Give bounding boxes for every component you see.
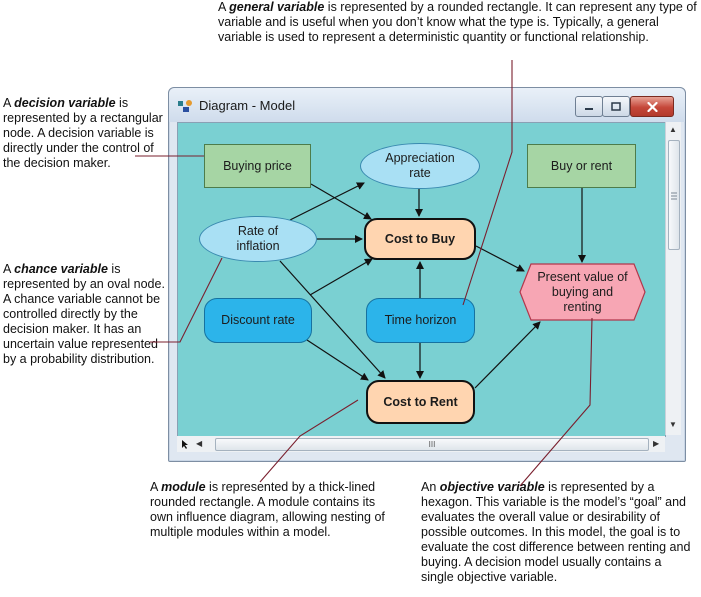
decision-variable-note: A decision variable is represented by a … (3, 96, 163, 170)
time-horizon-node[interactable]: Time horizon (366, 298, 475, 343)
buy-or-rent-node[interactable]: Buy or rent (527, 144, 636, 188)
chance-variable-note: A chance variable is represented by an o… (3, 262, 165, 366)
vertical-scrollbar[interactable]: ▲ ▼ (665, 122, 681, 435)
discount-rate-node[interactable]: Discount rate (204, 298, 312, 343)
cost-to-buy-node[interactable]: Cost to Buy (364, 218, 476, 260)
scroll-thumb-grip: III (428, 440, 436, 449)
appreciation-rate-label: Appreciation rate (385, 151, 455, 180)
cost-to-rent-node[interactable]: Cost to Rent (366, 380, 475, 424)
grip-icon (671, 192, 677, 200)
maximize-button[interactable] (602, 96, 630, 117)
horizontal-scroll-thumb[interactable]: III (215, 438, 649, 451)
rate-of-inflation-node[interactable]: Rate of inflation (199, 216, 317, 262)
scroll-down-icon[interactable]: ▼ (669, 420, 677, 429)
objective-variable-note: An objective variable is represented by … (421, 480, 691, 584)
minimize-button[interactable] (575, 96, 603, 117)
module-note: A module is represented by a thick-lined… (150, 480, 385, 539)
general-variable-note: A general variable is represented by a r… (218, 0, 697, 44)
appreciation-rate-node[interactable]: Appreciation rate (360, 143, 480, 189)
title-bar[interactable]: Diagram - Model (169, 88, 685, 122)
rate-of-inflation-label: Rate of inflation (236, 224, 280, 253)
buying-price-node[interactable]: Buying price (204, 144, 311, 188)
present-value-node[interactable]: Present value of buying and renting (519, 263, 646, 321)
window-title: Diagram - Model (199, 98, 296, 113)
minimize-icon (585, 107, 593, 110)
objective-hexagon (519, 263, 646, 321)
close-button[interactable] (630, 96, 674, 117)
close-icon (646, 101, 658, 112)
scroll-left-icon[interactable]: ◀ (196, 439, 203, 448)
pointer-tool-icon[interactable] (180, 439, 190, 450)
scroll-right-icon[interactable]: ▶ (653, 439, 660, 448)
scroll-up-icon[interactable]: ▲ (669, 125, 677, 134)
diagram-app-icon (178, 100, 192, 112)
present-value-label: Present value of buying and renting (537, 269, 628, 314)
vertical-scroll-thumb[interactable] (668, 140, 680, 250)
horizontal-scrollbar[interactable]: ◀ III ▶ (177, 436, 665, 452)
maximize-icon (611, 102, 621, 111)
